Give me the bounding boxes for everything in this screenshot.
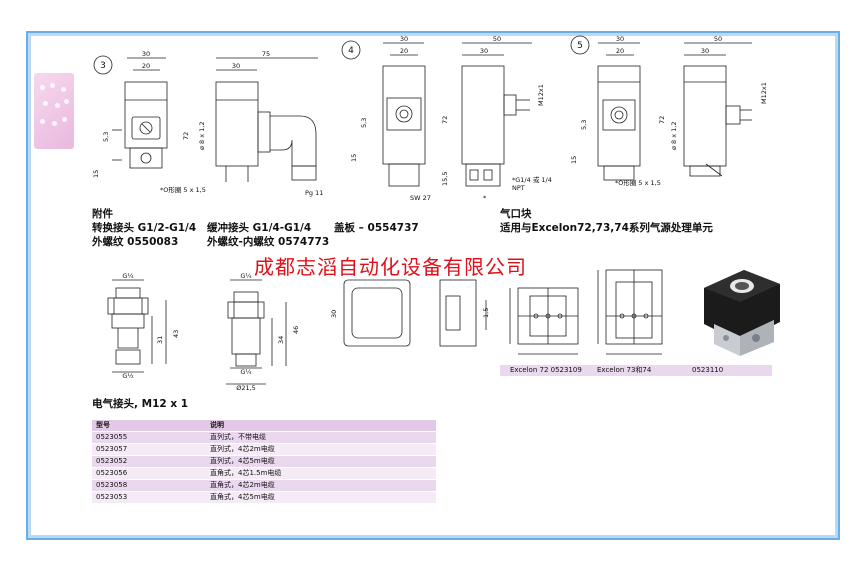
table-row: 0523056 直角式，4芯1.5m电缆 [92,468,436,479]
cell-model: 0523056 [96,469,128,477]
detail-4: 4 30 20 5,3 15 SW 27 50 30 72 15,5 M12x1… [341,35,552,202]
svg-text:5,3: 5,3 [580,120,588,130]
table-header: 型号 说明 [92,420,436,431]
svg-text:*O形圈 5 x 1,5: *O形圈 5 x 1,5 [615,179,661,187]
table-row: 0523058 直角式，4芯2m电缆 [92,480,436,491]
cell-description: 直角式，4芯1.5m电缆 [210,469,282,477]
svg-text:75: 75 [262,50,270,58]
table-row: 0523057 直列式，4芯2m电缆 [92,444,436,455]
excelon-73-74-label: Excelon 73和74 [597,366,652,374]
svg-text:72: 72 [441,116,449,124]
cell-description: 直列式，4芯5m电缆 [210,457,275,465]
adapter-drawing: G¼ G½ 31 43 [107,272,180,380]
svg-text:72: 72 [658,116,666,124]
snubber-drawing: G¼ G¼ Ø21,5 34 46 [226,272,300,392]
svg-text:5,3: 5,3 [360,118,368,128]
svg-text:G¼: G¼ [240,368,252,376]
svg-text:Ø21,5: Ø21,5 [236,384,256,392]
cell-description: 直角式，4芯2m电缆 [210,481,275,489]
svg-text:30: 30 [400,35,408,43]
svg-text:G¼: G¼ [122,272,134,280]
snubber-label-2: 外螺纹-内螺纹 0574773 [207,236,330,248]
cell-model: 0523058 [96,481,128,489]
svg-text:50: 50 [493,35,501,43]
svg-text:ø 8 x 1,2: ø 8 x 1,2 [670,122,678,151]
svg-text:30: 30 [616,35,624,43]
svg-text:43: 43 [172,330,180,338]
svg-text:34: 34 [277,336,285,344]
svg-text:5,3: 5,3 [102,132,110,142]
adapter-label-2: 外螺纹 0550083 [92,236,179,248]
page-frame [26,31,840,540]
cell-model: 0523053 [96,493,128,501]
company-watermark: 成都志滔自动化设备有限公司 [254,255,527,279]
svg-text:G½: G½ [122,372,133,380]
excelon-part-number: 0523110 [692,366,724,374]
svg-text:M12x1: M12x1 [537,84,545,106]
adapter-label-1: 转换接头 G1/2-G1/4 [92,222,197,234]
svg-text:*G1/4 或 1/4: *G1/4 或 1/4 [512,175,552,184]
connector-title: 电气接头, M12 x 1 [92,398,189,410]
svg-text:NPT: NPT [512,184,525,192]
air-block-title: 气口块 [500,208,532,220]
accessories-title: 附件 [92,208,113,220]
svg-text:30: 30 [330,310,338,318]
cell-model: 0523057 [96,445,128,453]
svg-text:15: 15 [570,156,578,164]
svg-text:M12x1: M12x1 [760,82,768,104]
header-description: 说明 [210,421,224,429]
svg-text:20: 20 [142,62,150,70]
cell-model: 0523052 [96,457,128,465]
svg-text:72: 72 [182,132,190,140]
side-tab-decoration [34,73,74,149]
svg-text:SW 27: SW 27 [410,194,431,202]
svg-text:31: 31 [156,336,164,344]
table-row: 0523055 直列式，不带电缆 [92,432,436,443]
svg-text:3: 3 [100,61,106,71]
air-block-desc: 适用与Excelon72,73,74系列气源处理单元 [500,222,713,234]
air-block-photo [704,270,780,356]
svg-text:5: 5 [577,41,583,51]
excelon-72-label: Excelon 72 0523109 [510,366,582,374]
svg-text:Pg 11: Pg 11 [305,189,323,197]
cover-label: 盖板 – 0554737 [334,222,419,234]
svg-text:G¼: G¼ [240,272,252,280]
detail-3: 3 30 20 5,3 15 75 30 72 ø 8 x 1,2 *O形圈 5… [92,50,323,197]
svg-text:30: 30 [232,62,240,70]
cell-description: 直列式，不带电缆 [210,433,266,441]
air-block-drawings [509,269,663,355]
excelon-label-bar: Excelon 72 0523109 Excelon 73和74 0523110 [500,365,772,376]
svg-text:46: 46 [292,326,300,334]
header-model: 型号 [96,421,110,429]
svg-text:4: 4 [348,46,354,56]
cell-description: 直角式，4芯5m电缆 [210,493,275,501]
cover-plate-drawing: 30 1,5 [330,279,490,347]
detail-5: 5 30 20 5,3 15 *O形圈 5 x 1,5 50 30 72 ø 8… [570,35,768,187]
svg-text:15: 15 [350,154,358,162]
svg-text:15: 15 [92,170,100,178]
table-row: 0523053 直角式，4芯5m电缆 [92,492,436,503]
cell-description: 直列式，4芯2m电缆 [210,445,275,453]
svg-text:ø 8 x 1,2: ø 8 x 1,2 [198,122,206,151]
svg-text:50: 50 [714,35,722,43]
svg-text:15,5: 15,5 [441,172,449,186]
cell-model: 0523055 [96,433,128,441]
snubber-label-1: 缓冲接头 G1/4-G1/4 [207,222,312,234]
svg-text:30: 30 [701,47,709,55]
svg-text:20: 20 [400,47,408,55]
svg-text:*O形圈 5 x 1,5: *O形圈 5 x 1,5 [160,186,206,194]
svg-text:20: 20 [616,47,624,55]
table-row: 0523052 直列式，4芯5m电缆 [92,456,436,467]
svg-text:30: 30 [480,47,488,55]
svg-text:1,5: 1,5 [482,308,490,318]
svg-text:*: * [483,194,487,202]
svg-text:30: 30 [142,50,150,58]
